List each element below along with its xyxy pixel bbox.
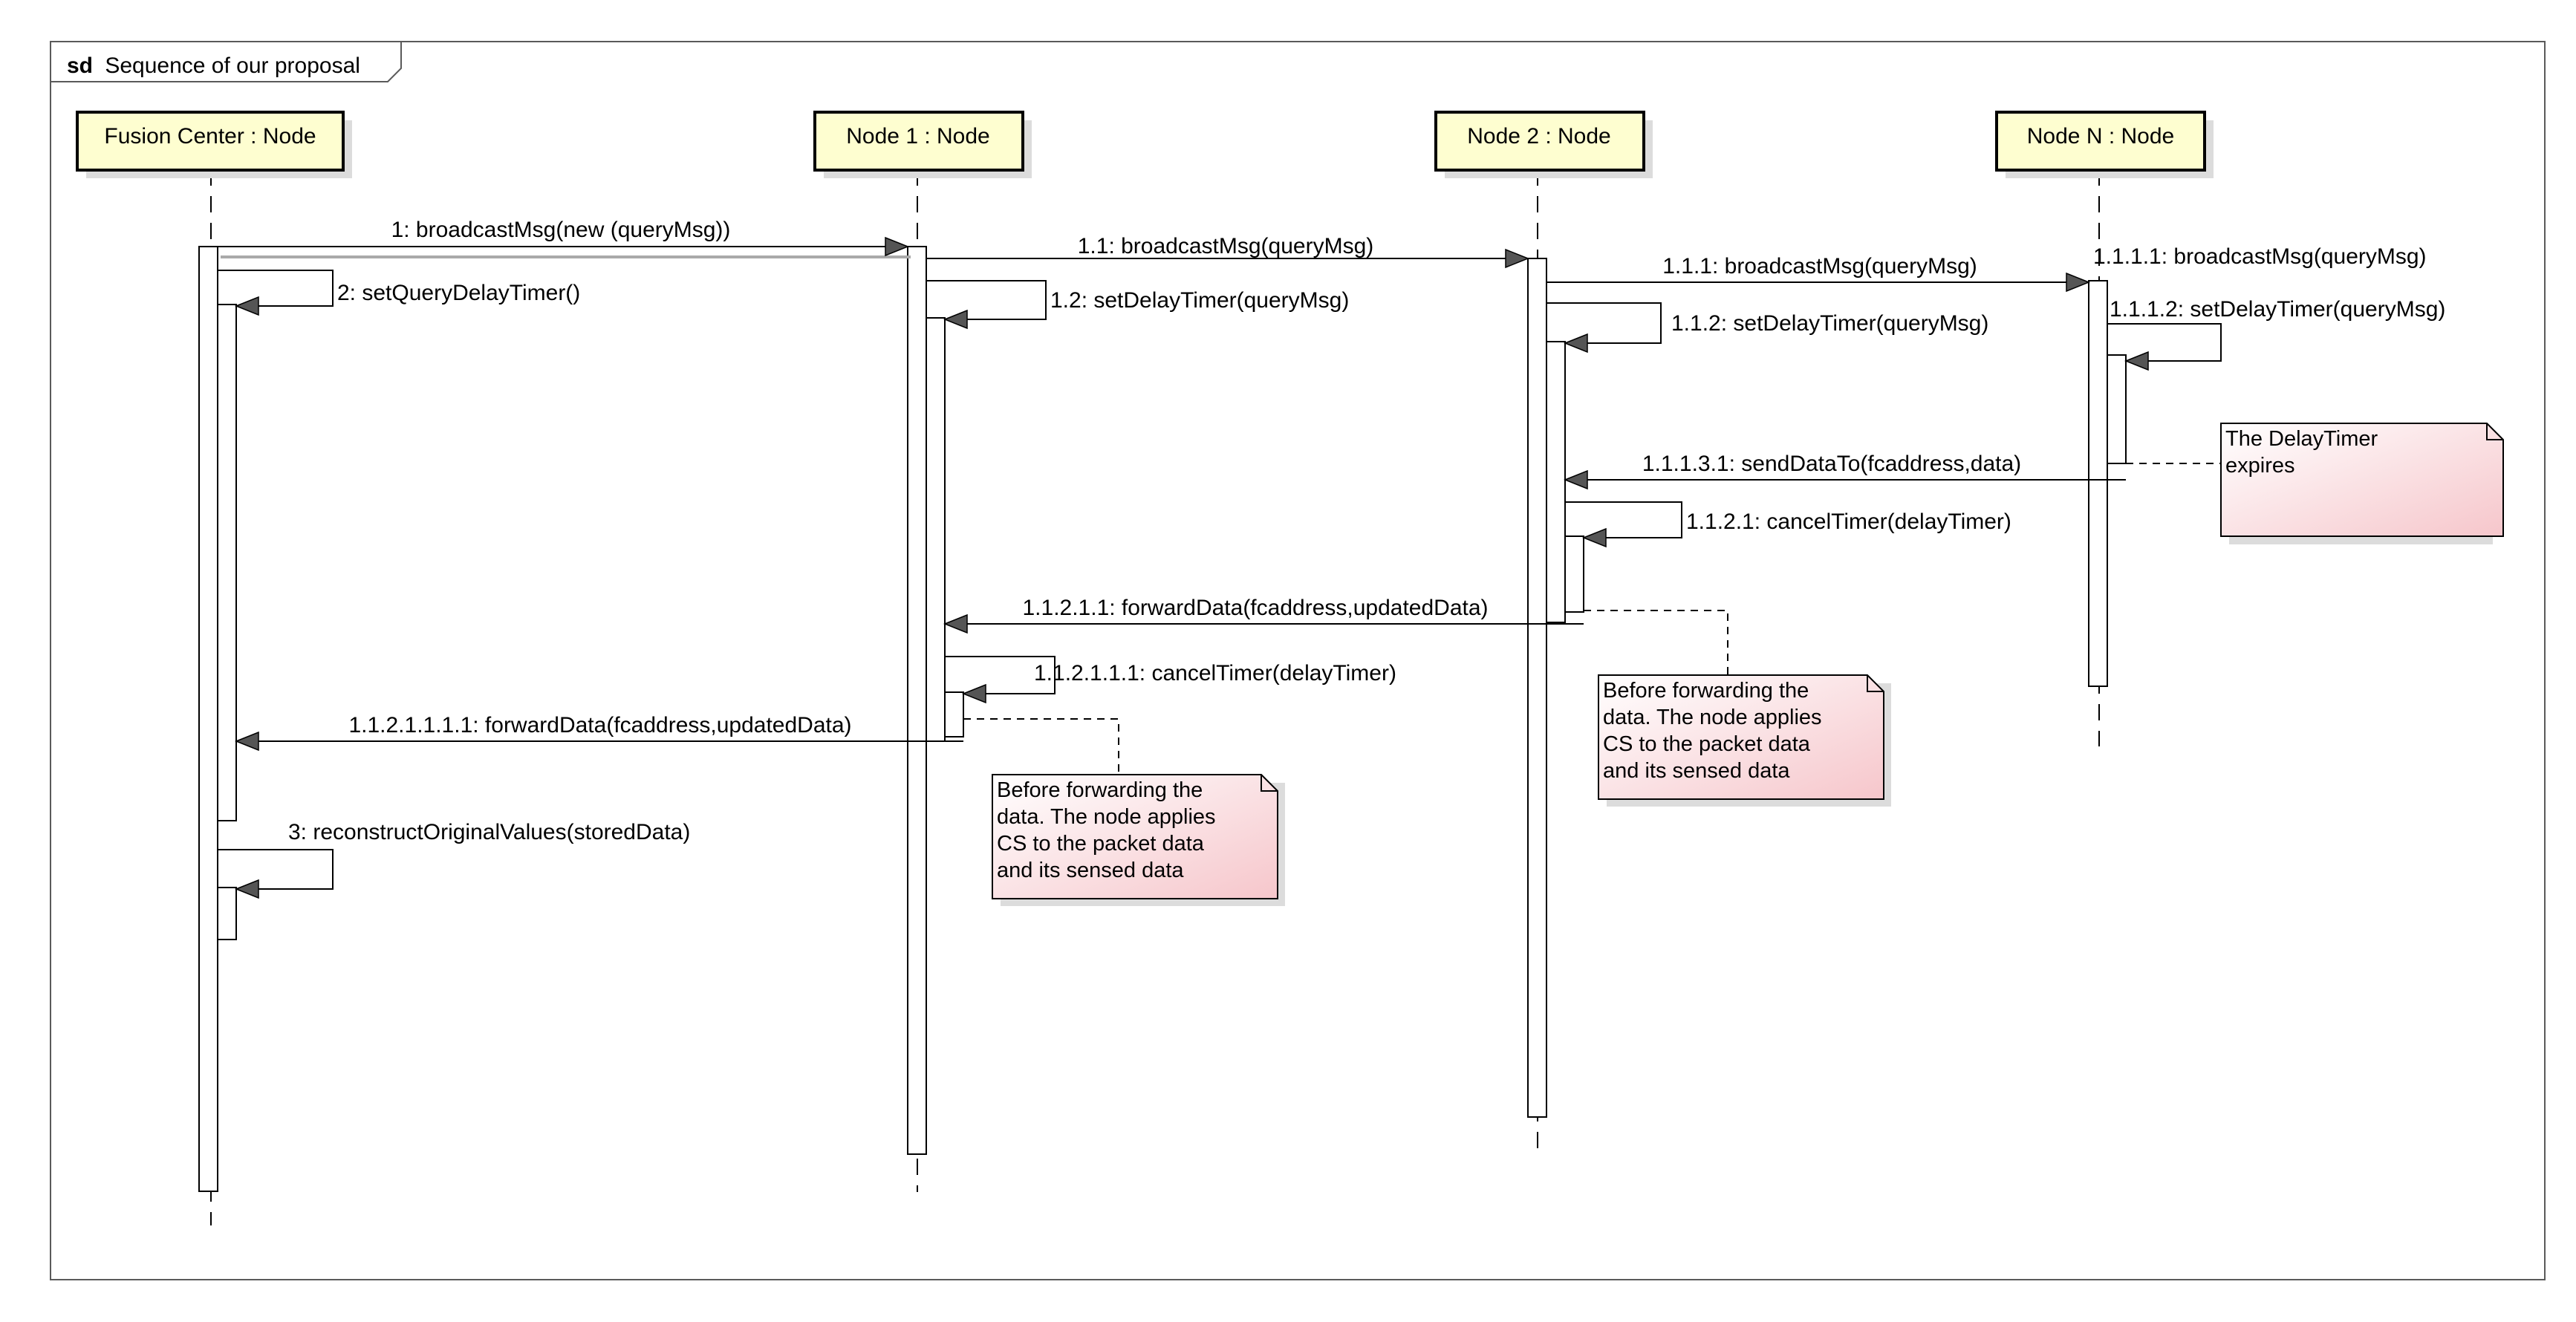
lifeline-label: Node 1 : Node (846, 124, 989, 149)
note-line: CS to the packet data (1603, 732, 1811, 756)
message-line-m3 (218, 849, 334, 890)
arrowhead-m111 (2066, 272, 2091, 293)
frame-title: sd Sequence of our proposal (67, 53, 360, 78)
arrowhead-m112111 (961, 683, 986, 704)
message-label-m1121: 1.1.2.1: cancelTimer(delayTimer) (1686, 509, 2011, 534)
frame-name: Sequence of our proposal (105, 53, 360, 78)
activation-bar (926, 317, 946, 742)
note-line: Before forwarding the (1603, 679, 1809, 703)
activation-bar (1546, 341, 1566, 623)
message-label-m2: 2: setQueryDelayTimer() (337, 281, 580, 305)
activation-bar (907, 246, 927, 1155)
message-label-m11131: 1.1.1.3.1: sendDataTo(fcaddress,data) (1642, 452, 2021, 476)
arrowhead-m11131 (1563, 469, 1588, 490)
lifeline-head-node-n[interactable]: Node N : Node (1995, 111, 2214, 178)
lifeline-label: Node 2 : Node (1467, 124, 1610, 149)
activation-bar (2107, 354, 2127, 464)
message-label-m11211: 1.1.2.1.1: forwardData(fcaddress,updated… (1022, 596, 1488, 620)
note-line: Before forwarding the (997, 778, 1203, 802)
note-line: expires (2225, 454, 2295, 478)
lifeline-label: Fusion Center : Node (104, 124, 316, 149)
message-label-m3: 3: reconstructOriginalValues(storedData) (288, 820, 690, 844)
activation-bar (944, 691, 964, 737)
arrowhead-m1112 (2124, 351, 2149, 371)
message-lines (218, 246, 2222, 890)
arrowhead-m2 (234, 296, 259, 316)
activation-bar (217, 304, 237, 821)
message-label-m112: 1.1.2: setDelayTimer(queryMsg) (1671, 311, 1988, 336)
message-labels: 1: broadcastMsg(new (queryMsg)) 2: setQu… (288, 218, 2445, 844)
arrowhead-m3 (234, 879, 259, 899)
note-line: CS to the packet data (997, 832, 1205, 856)
message-line-m1121 (1565, 501, 1682, 538)
note-line: data. The node applies (997, 805, 1216, 829)
lifeline-head-fusion-center[interactable]: Fusion Center : Node (76, 111, 352, 178)
message-label-m1112: 1.1.1.2: setDelayTimer(queryMsg) (2110, 297, 2445, 322)
message-label-m12: 1.2: setDelayTimer(queryMsg) (1050, 288, 1349, 313)
activation-bar (2088, 280, 2108, 687)
note-timer: The DelayTimer expires (2220, 423, 2504, 544)
arrowhead-m11 (1505, 248, 1530, 269)
note-line: The DelayTimer (2225, 427, 2378, 451)
message-line-m12 (926, 280, 1047, 320)
note-node2: Before forwarding the data. The node app… (1598, 674, 1891, 807)
message-label-m1: 1: broadcastMsg(new (queryMsg)) (391, 218, 731, 242)
activation-bar (198, 246, 218, 1192)
note-line: and its sensed data (1603, 759, 1790, 783)
message-label-m1121111: 1.1.2.1.1.1.1: forwardData(fcaddress,upd… (348, 713, 851, 737)
activation-bar (1527, 258, 1547, 1118)
arrowhead-m1121 (1581, 527, 1607, 548)
note-connectors (963, 463, 2221, 775)
arrowhead-m12 (943, 309, 968, 330)
activation-bar (217, 887, 237, 940)
message-label-m1111: 1.1.1.1: broadcastMsg(queryMsg) (2093, 244, 2427, 269)
note-connector-node2 (1584, 610, 1728, 676)
activation-bars (198, 246, 2127, 1192)
arrowhead-m112 (1563, 333, 1588, 354)
arrowhead-m11211 (943, 613, 968, 634)
message-line-m1112 (2107, 323, 2222, 362)
note-line: and its sensed data (997, 859, 1184, 882)
note-connector-node1 (963, 718, 1119, 775)
lifeline-head-node-2[interactable]: Node 2 : Node (1434, 111, 1653, 178)
arrowhead-m1121111 (234, 731, 259, 752)
lifeline-label: Node N : Node (2027, 124, 2174, 149)
message-line-m112 (1546, 302, 1662, 344)
message-line-m2 (218, 270, 334, 307)
message-label-m112111: 1.1.2.1.1.1: cancelTimer(delayTimer) (1034, 661, 1396, 686)
message-line-m112111 (945, 656, 1056, 694)
frame-keyword: sd (67, 53, 93, 78)
note-node1: Before forwarding the data. The node app… (992, 774, 1285, 906)
note-line: data. The node applies (1603, 706, 1822, 729)
sequence-frame: sd Sequence of our proposal (50, 41, 2546, 1280)
lifeline-head-node-1[interactable]: Node 1 : Node (813, 111, 1032, 178)
arrowheads (234, 236, 2149, 899)
activation-bar (1564, 535, 1584, 613)
message-label-m111: 1.1.1: broadcastMsg(queryMsg) (1662, 254, 1977, 279)
message-label-m11: 1.1: broadcastMsg(queryMsg) (1078, 234, 1374, 258)
arrowhead-m1 (885, 236, 910, 257)
